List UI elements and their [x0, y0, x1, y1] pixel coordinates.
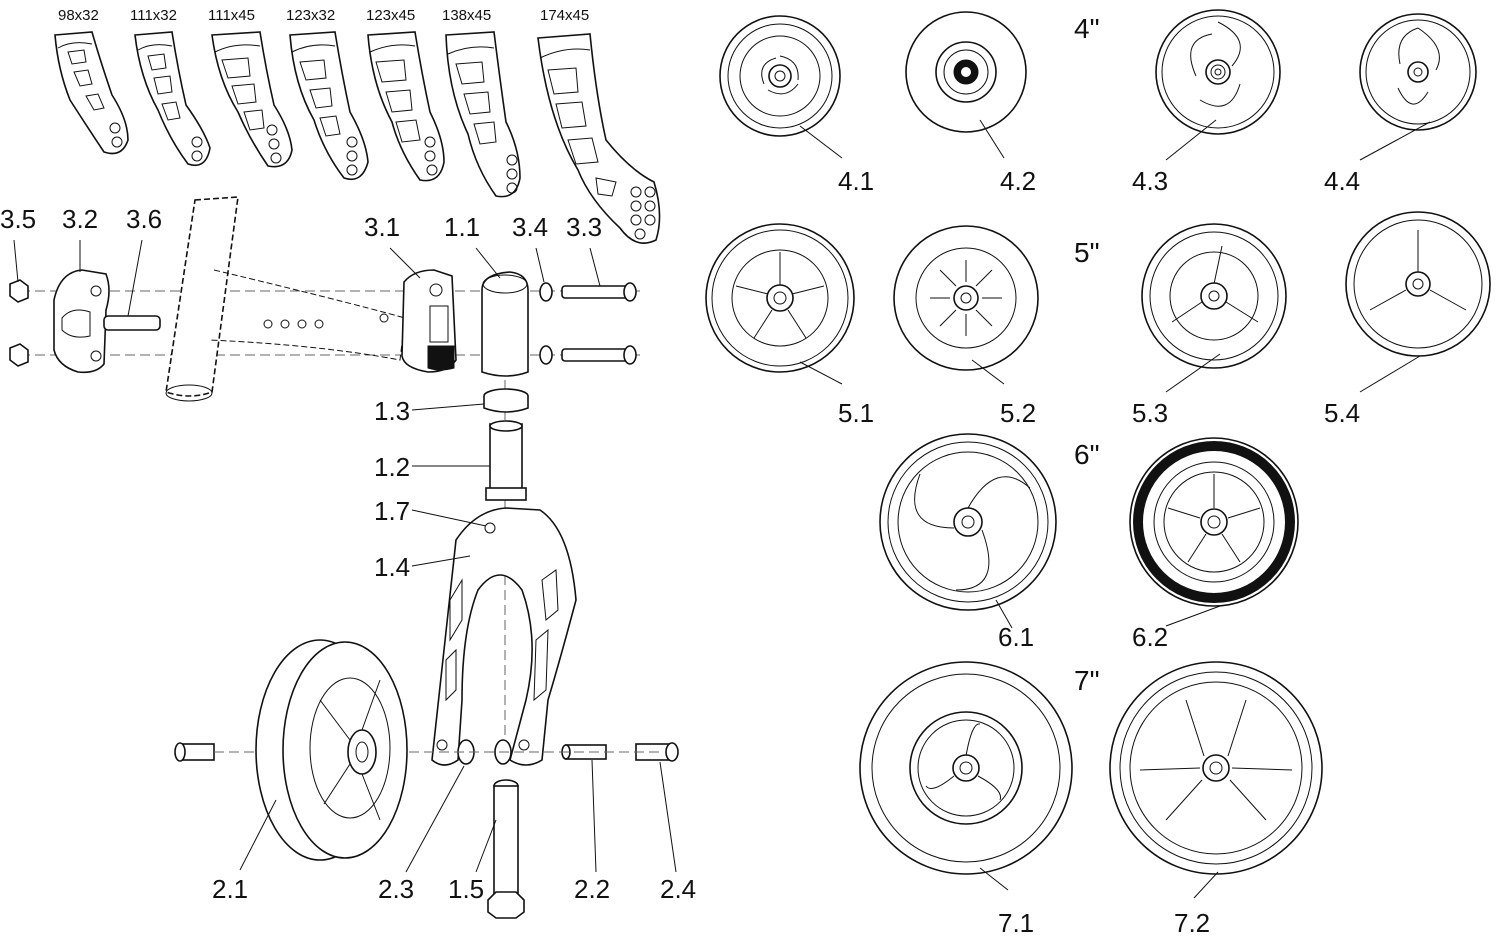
- wheel-label-4.1: 4.1: [838, 166, 874, 196]
- head-tube-1.1: [481, 271, 529, 377]
- wheel-label-5.3: 5.3: [1132, 398, 1168, 428]
- nut-3.5: [9, 279, 29, 367]
- wheel-label-5.2: 5.2: [1000, 398, 1036, 428]
- fork-arm-111x45: [211, 31, 293, 168]
- fork-1.4: [431, 507, 577, 766]
- part-label-1.5: 1.5: [448, 874, 484, 904]
- fork-assembly: [174, 380, 679, 919]
- part-label-1.1: 1.1: [444, 212, 480, 242]
- wheel-5.4: [1345, 211, 1491, 357]
- fork-arm-123x32: [289, 31, 369, 181]
- wheel-6.1: [879, 433, 1057, 611]
- fork-size-label: 138x45: [442, 7, 491, 24]
- fork-size-label: 174x45: [540, 7, 589, 24]
- fork-arm-111x32: [134, 31, 211, 167]
- wheel-label-5.1: 5.1: [838, 398, 874, 428]
- part-label-2.1: 2.1: [212, 874, 248, 904]
- wheel-7.2: [1109, 661, 1323, 875]
- washer-3.4: [539, 282, 553, 302]
- wheel-4.1: [719, 15, 841, 137]
- fork-arm-123x45: [367, 31, 445, 182]
- clamp-3.1: [401, 269, 457, 373]
- part-label-3.2: 3.2: [62, 204, 98, 234]
- fork-arm-138x45: [445, 31, 521, 198]
- wheel-size-heading: 5": [1074, 237, 1100, 268]
- axle-1.5: [487, 779, 525, 919]
- wheel-4.2: [905, 11, 1027, 133]
- bearing-1.3: [483, 388, 529, 413]
- wheel-4.3: [1155, 9, 1281, 135]
- fork-arm-174x45: [537, 33, 661, 244]
- wheel-5.3: [1141, 223, 1287, 369]
- fork-size-label: 123x32: [286, 7, 335, 24]
- fork-size-label: 123x45: [366, 7, 415, 24]
- fork-size-label: 111x45: [208, 7, 255, 24]
- part-label-1.3: 1.3: [374, 396, 410, 426]
- clamp-assembly: [9, 196, 640, 402]
- axle-3.6: [103, 315, 161, 331]
- wheel-label-5.4: 5.4: [1324, 398, 1360, 428]
- part-label-2.4: 2.4: [660, 874, 696, 904]
- wheel-label-6.1: 6.1: [998, 622, 1034, 652]
- part-label-2.3: 2.3: [378, 874, 414, 904]
- wheel-size-heading: 4": [1074, 13, 1100, 44]
- wheel-label-7.1: 7.1: [998, 908, 1034, 938]
- frame-tube: [165, 196, 406, 402]
- part-label-1.4: 1.4: [374, 552, 410, 582]
- wheel-2.1: [255, 639, 408, 861]
- part-label-1.2: 1.2: [374, 452, 410, 482]
- wheel-label-4.2: 4.2: [1000, 166, 1036, 196]
- part-label-2.2: 2.2: [574, 874, 610, 904]
- fork-size-label: 98x32: [58, 7, 99, 24]
- fork-size-label: 111x32: [130, 7, 177, 24]
- wheel-5.2: [893, 225, 1039, 371]
- wheel-4.4: [1359, 13, 1477, 131]
- wheel-7.1: [859, 661, 1073, 875]
- bushing: [174, 742, 215, 762]
- fork-size-row: 98x32 111x32 111x45 123x32 123x45 138x45…: [54, 7, 661, 244]
- wheel-size-heading: 7": [1074, 665, 1100, 696]
- part-label-3.6: 3.6: [126, 204, 162, 234]
- wheel-label-6.2: 6.2: [1132, 622, 1168, 652]
- wheel-label-4.4: 4.4: [1324, 166, 1360, 196]
- washer-3.4: [539, 345, 553, 365]
- wheel-catalog: 4" 5" 6" 7" 4.1 4.2 4.3: [705, 9, 1491, 938]
- part-label-3.3: 3.3: [566, 212, 602, 242]
- wheel-5.1: [705, 223, 855, 373]
- part-label-3.1: 3.1: [364, 212, 400, 242]
- part-label-3.5: 3.5: [0, 204, 36, 234]
- clamp-3.2: [53, 269, 110, 374]
- fork-arm-98x32: [54, 31, 129, 155]
- stem-1.2: [485, 420, 527, 501]
- wheel-6.2: [1129, 437, 1299, 607]
- wheel-size-heading: 6": [1074, 439, 1100, 470]
- bolt-3.3: [561, 282, 637, 365]
- part-label-3.4: 3.4: [512, 212, 548, 242]
- part-labels: 3.5 3.2 3.6 3.1 1.1 3.4 3.3 1.3 1.2 1.7 …: [0, 204, 696, 904]
- wheel-label-4.3: 4.3: [1132, 166, 1168, 196]
- part-label-1.7: 1.7: [374, 496, 410, 526]
- wheel-label-7.2: 7.2: [1174, 908, 1210, 938]
